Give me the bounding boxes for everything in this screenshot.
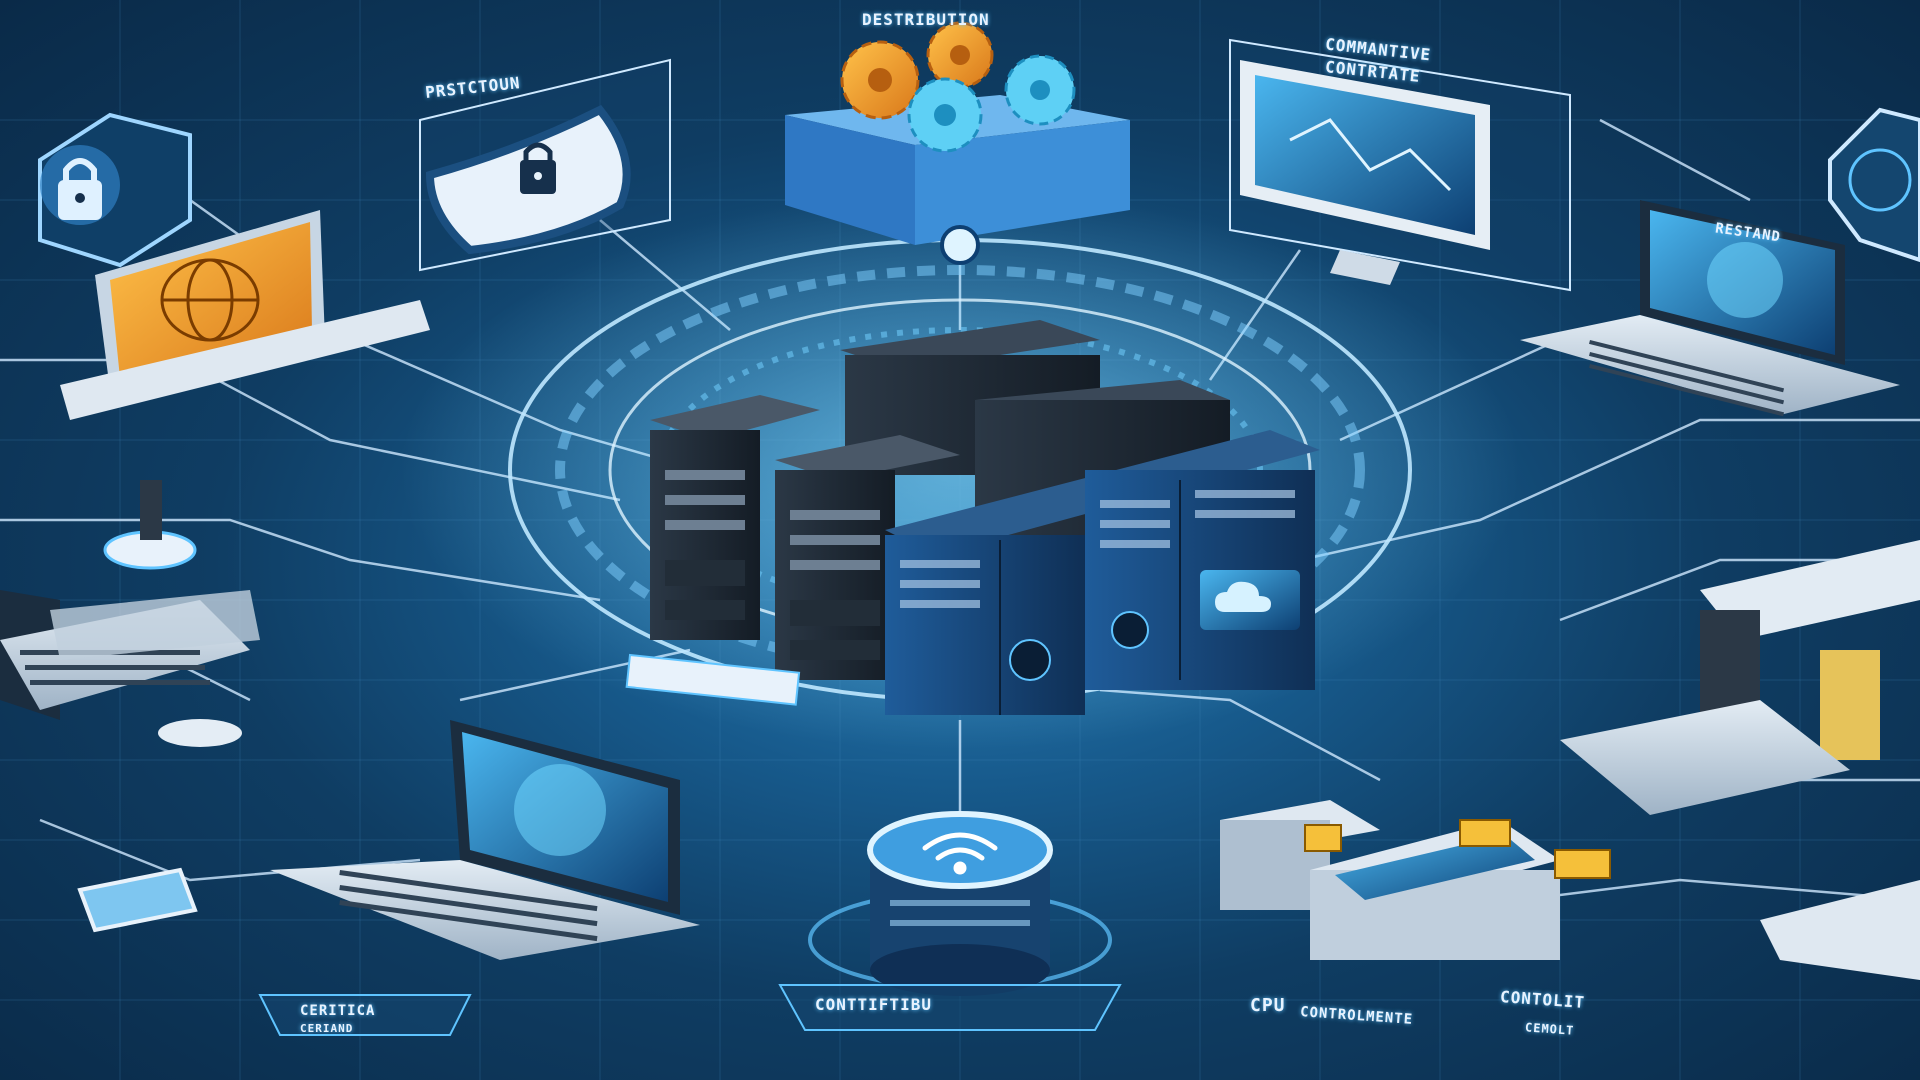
right-server-tower (1560, 540, 1920, 980)
mouse-icon (158, 719, 242, 747)
wifi-hub (808, 811, 1112, 996)
left-keyboard (0, 590, 260, 747)
hexagon-lock-icon (38, 112, 192, 268)
label-top-center: DESTRIBUTION (862, 10, 990, 29)
location-pin-icon (103, 480, 197, 570)
shield-lock-icon (425, 104, 631, 255)
globe-icon (514, 764, 606, 856)
server-cluster (650, 320, 1320, 715)
label-plates (258, 653, 1122, 1036)
globe-monitor (60, 210, 430, 420)
label-bottom-center-right: CPU (1250, 995, 1286, 1016)
gears-icon (840, 21, 1076, 153)
bottom-left-laptop (77, 720, 700, 960)
protection-shield-panel (419, 58, 671, 272)
label-bottom-left: CERITICA (300, 1003, 376, 1019)
bottom-right-storage (1220, 800, 1611, 960)
distribution-gears-box (785, 21, 1130, 265)
comparative-monitor (1229, 38, 1571, 292)
label-bottom-center: CONTTIFTIBU (815, 995, 932, 1014)
label-bottom-left-sub: CERIAND (300, 1022, 354, 1035)
globe-icon (160, 258, 260, 342)
wifi-icon (922, 832, 998, 875)
right-laptop (1520, 200, 1900, 417)
hexagon-network-icon (1828, 107, 1920, 263)
tablet-icon (77, 867, 198, 933)
